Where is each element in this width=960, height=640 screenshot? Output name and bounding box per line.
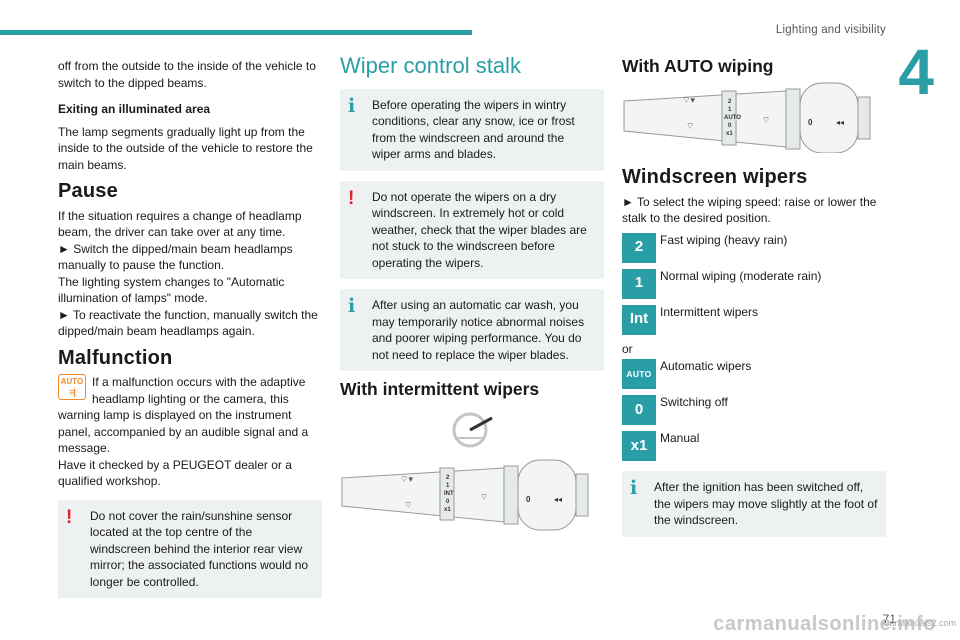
info-icon: i — [630, 477, 638, 499]
speed-1-icon: 1 — [622, 268, 656, 299]
column-1: off from the outside to the inside of th… — [58, 58, 322, 608]
chapter-number: 4 — [898, 36, 934, 108]
info-icon: i — [348, 94, 356, 117]
malfunction-heading: Malfunction — [58, 346, 173, 369]
rewind-icon: ◂◂ — [554, 495, 562, 504]
warning-box-sensor: ! Do not cover the rain/sunshine sensor … — [58, 499, 322, 598]
svg-text:x1: x1 — [726, 131, 733, 137]
info-text-car-wash: After using an automatic car wash, you m… — [372, 298, 585, 362]
steering-wheel-icon — [452, 412, 493, 447]
pause-text-3: The lighting system changes to "Automati… — [58, 274, 285, 306]
front-wiper-icon: ⌔ — [686, 121, 694, 131]
mode-manual-label: Manual — [660, 431, 700, 445]
info-box-winter: i Before operating the wipers in wintry … — [340, 88, 604, 171]
rewind-icon: ◂◂ — [836, 118, 844, 127]
info-icon: i — [348, 295, 356, 317]
svg-text:0: 0 — [728, 123, 732, 129]
auto-stalk-illustration: 2 1 AUTO 0 x1 ⌔▾ ⌔ ⌔ 0 ◂◂ — [623, 82, 871, 153]
windscreen-text: ► To select the wiping speed: raise or l… — [622, 194, 877, 226]
rear-wiper-icon: ⌔▾ — [682, 95, 695, 105]
column-2: Wiper control stalk i Before operating t… — [340, 53, 604, 550]
front-wiper-icon: ⌔ — [404, 500, 412, 510]
pause-text-4: ► To reactivate the function, manually s… — [58, 307, 318, 339]
malfunction-block: AUTO ≡| If a malfunction occurs with the… — [58, 374, 322, 457]
stalk-position-labels: 2 1 INT 0 x1 — [444, 475, 454, 513]
rear-wiper-icon: ⌔▾ — [400, 474, 413, 484]
exiting-text: The lamp segments gradually light up fro… — [58, 124, 313, 172]
info-text-winter: Before operating the wipers in wintry co… — [372, 97, 575, 162]
mode-off: 0 Switching off — [622, 395, 886, 425]
svg-text:INT: INT — [444, 491, 454, 497]
exiting-title: Exiting an illuminated area — [58, 102, 211, 116]
mode-intermittent: Int Intermittent wipers — [622, 304, 886, 335]
mode-off-label: Switching off — [660, 395, 728, 409]
stalk-body — [341, 459, 589, 530]
intermittent-heading: With intermittent wipers — [340, 379, 540, 399]
mode-intermittent-label: Intermittent wipers — [660, 304, 759, 319]
windscreen-wipers-heading: Windscreen wipers — [622, 166, 808, 188]
or-text: or — [622, 341, 633, 356]
intermittent-icon: Int — [622, 304, 656, 335]
info-box-car-wash: i After using an automatic car wash, you… — [340, 289, 604, 371]
auto-icon-label: AUTO — [60, 377, 84, 386]
svg-text:0: 0 — [446, 499, 450, 505]
svg-text:2: 2 — [728, 99, 732, 105]
mode-auto: AUTO Automatic wipers — [622, 359, 886, 389]
warning-box-dry: ! Do not operate the wipers on a dry win… — [340, 180, 604, 279]
zero-label: 0 — [808, 118, 813, 127]
beam-lines-icon: ≡| — [69, 387, 76, 397]
mode-fast: 2 Fast wiping (heavy rain) — [622, 232, 886, 263]
svg-text:1: 1 — [446, 483, 450, 489]
warning-text: Do not cover the rain/sunshine sensor lo… — [90, 508, 309, 589]
svg-text:x1: x1 — [444, 507, 451, 513]
column-3: With AUTO wiping 2 1 AUTO 0 x1 ⌔▾ ⌔ ⌔ 0 … — [622, 58, 886, 547]
stalk-position-labels: 2 1 AUTO 0 x1 — [724, 99, 741, 137]
stalk-body — [623, 82, 871, 153]
auto-stalk-diagram: 2 1 AUTO 0 x1 ⌔▾ ⌔ ⌔ 0 ◂◂ — [622, 81, 886, 158]
intermittent-stalk-diagram: 2 1 INT 0 x1 ⌔▾ ⌔ ⌔ 0 ◂◂ — [340, 404, 604, 539]
watermark: carmanualsonline.info — [713, 613, 936, 635]
malfunction-text-1: If a malfunction occurs with the adaptiv… — [58, 375, 309, 455]
svg-text:1: 1 — [728, 107, 732, 113]
mode-normal: 1 Normal wiping (moderate rain) — [622, 268, 886, 299]
svg-text:2: 2 — [446, 475, 450, 481]
stalk-illustration: 2 1 INT 0 x1 ⌔▾ ⌔ ⌔ 0 ◂◂ — [341, 412, 589, 530]
auto-wiper-icon: AUTO — [622, 359, 656, 389]
washer-icon: ⌔ — [480, 492, 488, 502]
page-number: 71 — [882, 612, 896, 626]
wiper-stalk-heading: Wiper control stalk — [340, 53, 521, 78]
pause-text-1: If the situation requires a change of he… — [58, 208, 302, 240]
auto-headlamp-warning-icon: AUTO ≡| — [58, 374, 86, 400]
section-title: Lighting and visibility — [775, 24, 886, 36]
pause-text-2: ► Switch the dipped/main beam headlamps … — [58, 241, 293, 273]
malfunction-text-2: Have it checked by a PEUGEOT dealer or a… — [58, 457, 292, 489]
mode-normal-label: Normal wiping (moderate rain) — [660, 268, 822, 283]
auto-wiping-heading: With AUTO wiping — [622, 56, 774, 76]
mode-auto-label: Automatic wipers — [660, 359, 752, 373]
info-text-ignition: After the ignition has been switched off… — [654, 480, 878, 527]
zero-label: 0 — [526, 495, 531, 504]
warning-text-dry: Do not operate the wipers on a dry winds… — [372, 189, 587, 270]
intro-text: off from the outside to the inside of th… — [58, 59, 316, 90]
pause-heading: Pause — [58, 180, 118, 202]
header-accent-bar — [0, 30, 472, 35]
mode-manual: x1 Manual — [622, 431, 886, 461]
warning-exclamation-icon: ! — [66, 506, 73, 528]
watermark-small: CarManuals2.com — [882, 618, 956, 628]
warning-exclamation-icon: ! — [348, 187, 355, 209]
info-box-ignition: i After the ignition has been switched o… — [622, 471, 886, 537]
speed-2-icon: 2 — [622, 232, 656, 263]
off-icon: 0 — [622, 395, 656, 425]
washer-icon: ⌔ — [762, 115, 770, 125]
single-wipe-icon: x1 — [622, 431, 656, 461]
svg-text:AUTO: AUTO — [724, 115, 741, 121]
mode-fast-label: Fast wiping (heavy rain) — [660, 232, 788, 247]
